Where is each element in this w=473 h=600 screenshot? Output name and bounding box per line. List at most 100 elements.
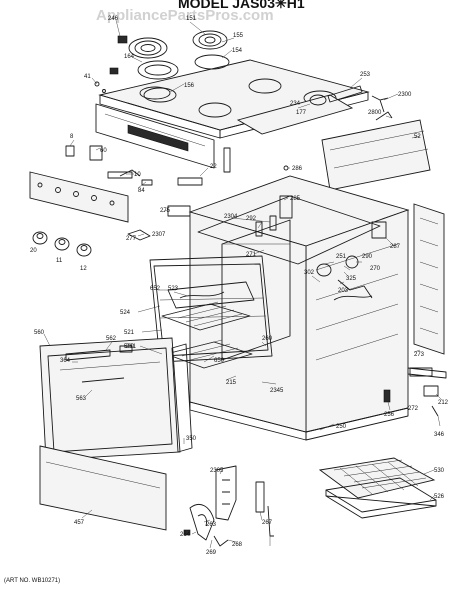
control-panel-backguard <box>29 171 129 223</box>
broiler-pan-grid-530 <box>318 457 436 499</box>
body-front-frame <box>189 211 307 433</box>
label-156: 156 <box>184 83 195 89</box>
label-2307: 2307 <box>152 232 166 238</box>
hinge-receiver-267 <box>255 481 265 513</box>
label-234: 234 <box>290 101 301 107</box>
label-52: 52 <box>414 134 421 140</box>
screw-346 <box>431 405 439 417</box>
rear-trim-253 <box>236 85 363 135</box>
cooktop-surface <box>98 59 370 131</box>
burner-opening-left-rear <box>143 87 177 103</box>
receptacle-164 <box>109 67 119 75</box>
label-260: 260 <box>262 336 273 342</box>
label-151: 151 <box>186 16 197 22</box>
label-246: 246 <box>108 16 119 22</box>
label-273: 273 <box>414 352 425 358</box>
label-250: 250 <box>336 424 347 430</box>
label-285: 285 <box>290 196 301 202</box>
top-panel-window <box>127 124 189 152</box>
door-outer-panel <box>39 337 181 461</box>
door-liner-350 <box>171 343 193 453</box>
label-203: 203 <box>338 288 349 294</box>
bracket-2306 <box>269 215 277 231</box>
knob-2 <box>54 237 70 251</box>
model-title: MODEL JAS03✳H1 <box>178 0 305 11</box>
bracket-285 <box>279 195 293 219</box>
side-strip-273 <box>413 203 445 355</box>
label-8: 8 <box>70 134 74 140</box>
label-251: 251 <box>336 254 347 260</box>
label-523: 523 <box>168 286 179 292</box>
vent-cap-234 <box>309 94 327 106</box>
thermostat-256 <box>383 389 391 403</box>
range-body <box>188 175 410 441</box>
label-325: 325 <box>346 276 357 282</box>
top-control-panel <box>95 103 215 169</box>
part-number-labels: 246 151 155 154 164 156 41 253 2300 234 … <box>30 16 449 556</box>
label-560: 560 <box>34 330 45 336</box>
hinge-261 <box>119 345 133 353</box>
label-275: 275 <box>160 208 171 214</box>
label-290: 290 <box>362 254 373 260</box>
label-364: 364 <box>60 358 71 364</box>
label-292: 292 <box>246 216 257 222</box>
label-84: 84 <box>138 188 145 194</box>
knob-1 <box>32 231 48 245</box>
door-handle <box>81 377 125 383</box>
label-263: 263 <box>206 522 217 528</box>
label-2304: 2304 <box>224 214 238 220</box>
cooktop-assembly <box>94 30 370 169</box>
surface-element-left <box>128 37 179 80</box>
label-2800: 2800 <box>368 110 382 116</box>
label-11: 11 <box>56 258 63 264</box>
label-526: 526 <box>434 494 445 500</box>
infinite-switch-group <box>65 145 231 186</box>
leader-lines <box>43 19 443 549</box>
backsplash-52 <box>321 119 431 191</box>
control-panel <box>29 171 129 223</box>
label-271: 271 <box>246 252 257 258</box>
label-10: 10 <box>134 172 141 178</box>
vent-trim <box>236 94 354 135</box>
label-164: 164 <box>124 54 135 60</box>
label-650: 650 <box>214 358 225 364</box>
drawer-panel-457 <box>39 445 167 531</box>
label-2305: 2305 <box>210 468 224 474</box>
label-256: 256 <box>384 412 395 418</box>
label-268: 268 <box>232 542 243 548</box>
bracket-274 <box>407 367 447 379</box>
screw-286 <box>283 165 289 171</box>
wire-harness-203 <box>337 279 373 299</box>
burner-opening-right-rear <box>248 78 282 94</box>
surface-element-right <box>192 30 230 70</box>
clip-2800 <box>375 111 393 121</box>
label-287: 287 <box>390 244 401 250</box>
label-2300: 2300 <box>398 92 412 98</box>
label-2345: 2345 <box>270 388 284 394</box>
label-521: 521 <box>124 330 135 336</box>
label-652: 652 <box>150 286 161 292</box>
knob-3 <box>76 243 92 257</box>
base-side <box>305 407 409 441</box>
label-155: 155 <box>233 33 244 39</box>
label-346: 346 <box>434 432 445 438</box>
watermark: AppliancePartsPros.com <box>96 7 274 24</box>
hinge-263 <box>189 504 215 541</box>
label-350: 350 <box>186 436 197 442</box>
receptacle-246 <box>117 35 128 44</box>
bracket-212 <box>423 385 439 397</box>
label-562: 562 <box>106 336 117 342</box>
bracket-292 <box>255 221 263 237</box>
label-215: 215 <box>226 380 237 386</box>
burner-opening-left-front <box>198 102 232 118</box>
hinge-2305 <box>215 465 237 521</box>
clip-2300 <box>371 95 389 113</box>
label-154: 154 <box>232 48 243 54</box>
label-277: 277 <box>126 236 137 242</box>
art-number: (ART NO. WB10271) <box>4 578 60 584</box>
label-267: 267 <box>262 520 273 526</box>
control-knobs <box>32 231 92 257</box>
oven-liner <box>149 255 273 369</box>
